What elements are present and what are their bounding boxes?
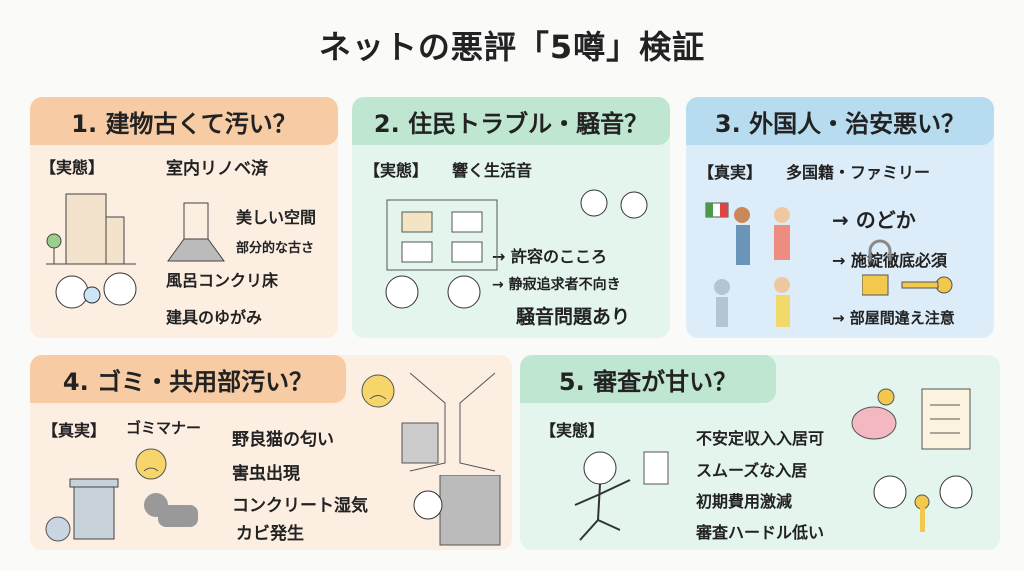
panel-noise: 2. 住民トラブル・騒音？ 【実態】 響く生活音 → 許容のこころ → 静寂追求… xyxy=(352,97,670,338)
text-line: 野良猫の匂い xyxy=(232,430,334,450)
text-line: 部分的な古さ xyxy=(236,241,315,256)
text-line: コンクリート湿気 xyxy=(232,496,368,516)
text-line: 風呂コンクリ床 xyxy=(166,271,279,290)
panel-heading: 2. 住民トラブル・騒音？ xyxy=(352,97,670,145)
piggy-bank-icon xyxy=(851,388,897,440)
tag-label: 【真実】 xyxy=(698,163,763,182)
happy-people-key-icon xyxy=(873,475,973,532)
panel-garbage: 4. ゴミ・共用部汚い？ 【真実】 ゴミマナー 野良猫の匂い 害虫出現 コンクリ… xyxy=(30,355,512,550)
panel-heading: 4. ゴミ・共用部汚い？ xyxy=(30,355,346,403)
text-line: → のどか xyxy=(832,208,916,232)
mold-wall-icon xyxy=(413,475,501,546)
noise-people-icon xyxy=(580,189,648,219)
text-line: 害虫出現 xyxy=(232,464,300,484)
people-icon xyxy=(55,272,137,309)
text-line: → 許容のこころ xyxy=(492,247,607,266)
room-icon xyxy=(167,202,225,262)
text-line: 響く生活音 xyxy=(452,161,533,180)
tag-label: 【真実】 xyxy=(42,421,107,440)
running-person-icon xyxy=(574,451,669,541)
panel-heading: 3. 外国人・治安悪い？ xyxy=(686,97,994,145)
panel-heading: 5. 審査が甘い？ xyxy=(520,355,776,403)
unhappy-face-icon xyxy=(135,448,167,480)
panel-building: 1. 建物古くて汚い？ 【実態】 室内リノベ済 美しい空間 部分的な古さ 風呂コ… xyxy=(30,97,338,338)
text-line: 騒音問題あり xyxy=(516,306,631,328)
family-icon xyxy=(705,202,790,327)
hallway-icon xyxy=(401,372,496,472)
text-line: → 静寂追求者不向き xyxy=(492,277,621,293)
tag-label: 【実態】 xyxy=(40,158,105,177)
tag-label: 【実態】 xyxy=(540,421,605,440)
panel-heading: 1. 建物古くて汚い？ xyxy=(30,97,338,145)
text-line: 美しい空間 xyxy=(236,208,317,227)
text-line: 初期費用激減 xyxy=(696,492,793,511)
lock-key-icon xyxy=(862,239,953,296)
text-line: カビ発生 xyxy=(236,524,304,544)
apartment-icon xyxy=(386,199,498,271)
text-line: ゴミマナー xyxy=(126,419,202,437)
angry-face-icon xyxy=(361,374,395,408)
building-icon xyxy=(46,193,136,265)
tag-label: 【実態】 xyxy=(364,161,429,180)
text-line: 建具のゆがみ xyxy=(166,308,263,327)
text-line: 不安定収入入居可 xyxy=(696,429,825,448)
cat-icon xyxy=(144,493,198,527)
panel-screening: 5. 審査が甘い？ 【実態】 不安定収入入居可 スムーズな入居 初期費用激減 審… xyxy=(520,355,1000,550)
page-title: ネットの悪評「5噂」検証 xyxy=(318,28,706,66)
text-line: → 部屋間違え注意 xyxy=(832,309,955,327)
checklist-icon xyxy=(921,388,971,450)
annoyed-people-icon xyxy=(385,275,481,309)
panel-foreigners: 3. 外国人・治安悪い？ 【真実】 多国籍・ファミリー → のどか → 施錠徹底… xyxy=(686,97,994,338)
text-line: 審査ハードル低い xyxy=(696,523,825,542)
text-line: 室内リノベ済 xyxy=(166,159,268,179)
text-line: 多国籍・ファミリー xyxy=(786,163,931,182)
trash-can-icon xyxy=(45,478,119,542)
text-line: スムーズな入居 xyxy=(696,461,808,480)
